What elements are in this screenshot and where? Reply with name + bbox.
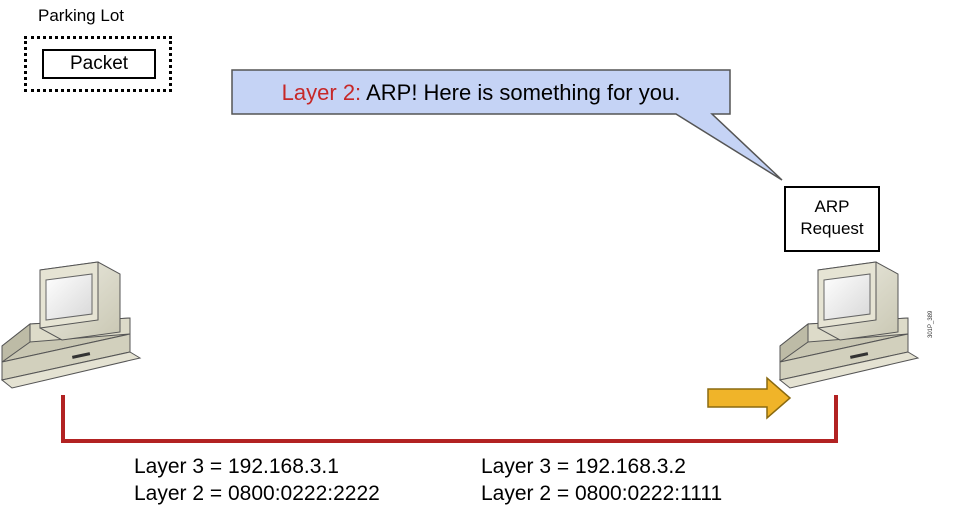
parking-lot-title: Parking Lot	[38, 6, 124, 25]
figure-id: 301P_389	[928, 310, 934, 338]
right-arrow-icon	[707, 376, 792, 420]
right-host-addresses: Layer 3 = 192.168.3.2 Layer 2 = 0800:022…	[481, 453, 722, 507]
left-host-layer3: Layer 3 = 192.168.3.1	[134, 455, 339, 478]
left-host-addresses: Layer 3 = 192.168.3.1 Layer 2 = 0800:022…	[134, 453, 380, 507]
parking-lot-box: Packet	[24, 36, 172, 92]
left-host-layer2: Layer 2 = 0800:0222:2222	[134, 482, 380, 505]
arp-request-box[interactable]: ARP Request	[784, 186, 880, 252]
callout-bubble	[231, 69, 783, 181]
arp-request-line1: ARP	[814, 197, 850, 216]
arp-request-line2: Request	[800, 219, 864, 238]
callout-message: ARP! Here is something for you.	[366, 80, 681, 105]
right-host-layer3: Layer 3 = 192.168.3.2	[481, 455, 686, 478]
left-computer-icon[interactable]	[0, 261, 142, 389]
callout-text: Layer 2: ARP! Here is something for you.	[232, 71, 730, 115]
right-computer-icon[interactable]	[778, 261, 920, 389]
network-link	[61, 395, 838, 443]
callout-layer-prefix: Layer 2:	[281, 80, 362, 105]
packet-box[interactable]: Packet	[42, 49, 156, 79]
right-host-layer2: Layer 2 = 0800:0222:1111	[481, 482, 723, 505]
